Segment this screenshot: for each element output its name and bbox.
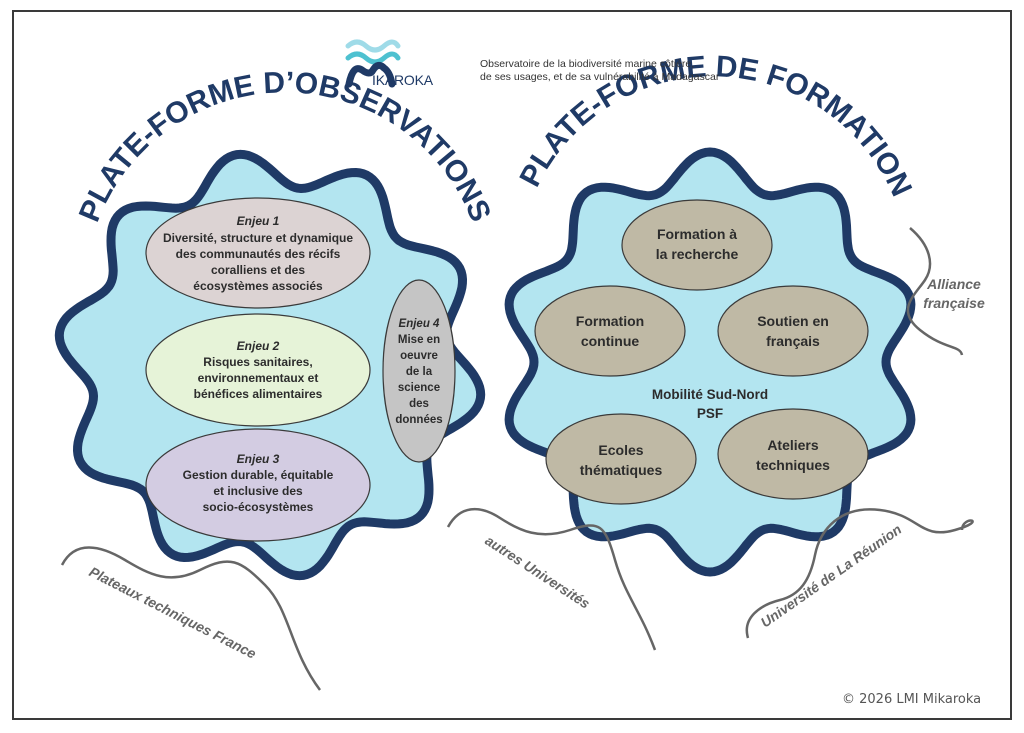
- logo-name: IKAROKA: [372, 72, 433, 88]
- tagline-line1: Observatoire de la biodiversité marine c…: [480, 58, 695, 70]
- alliance-wave: [906, 227, 964, 356]
- formation-item-line: Ateliers: [767, 437, 819, 453]
- autres-label: autres Universités: [482, 532, 593, 612]
- formation-ateliers-techniques[interactable]: [717, 408, 869, 500]
- enjeu-2[interactable]: [145, 313, 371, 427]
- enjeu-1-line: Diversité, structure et dynamique: [163, 231, 353, 245]
- formation-item-line: Formation: [576, 313, 644, 329]
- enjeu-4-line: données: [395, 414, 442, 426]
- formation-item-line: la recherche: [656, 246, 739, 262]
- formation-item-line: Ecoles: [598, 442, 643, 458]
- enjeu-1-line: écosystèmes associés: [193, 279, 323, 293]
- enjeu-3[interactable]: [145, 428, 371, 542]
- tagline: Observatoire de la biodiversité marine c…: [480, 58, 719, 84]
- enjeu-2-line: environnementaux et: [198, 371, 319, 385]
- waves-m-logo-icon: [345, 39, 401, 88]
- enjeu-2-line: bénéfices alimentaires: [194, 387, 323, 401]
- alliance-label-line2: française: [923, 295, 985, 311]
- enjeu-1[interactable]: [145, 197, 371, 309]
- enjeu-4-line: des: [409, 398, 429, 410]
- enjeu-2-title: Enjeu 2: [237, 339, 280, 353]
- formation-recherche[interactable]: [621, 199, 773, 291]
- enjeu-4[interactable]: [382, 279, 456, 463]
- enjeu-4-title: Enjeu 4: [399, 318, 441, 330]
- plateaux-wave: [60, 546, 322, 691]
- alliance-label-line1: Alliance: [926, 276, 981, 292]
- formation-item-line: Formation à: [657, 226, 737, 242]
- enjeu-4-line: oeuvre: [400, 350, 438, 362]
- enjeu-2-line: Risques sanitaires,: [203, 355, 312, 369]
- enjeu-3-line: Gestion durable, équitable: [183, 468, 334, 482]
- formation-item-line: français: [766, 333, 820, 349]
- autres-wave: [446, 507, 657, 651]
- enjeu-3-line: socio-écosystèmes: [203, 500, 314, 514]
- formation-ecoles-thematiques[interactable]: [545, 413, 697, 505]
- tagline-line2: de ses usages, et de sa vulnérabilité à …: [480, 71, 720, 83]
- enjeu-4-line: de la: [406, 366, 433, 378]
- reunion-wave: [745, 508, 974, 639]
- mobilite-label: Mobilité Sud-Nord: [652, 387, 768, 402]
- enjeu-4-line: Mise en: [398, 334, 440, 346]
- enjeu-3-title: Enjeu 3: [237, 452, 280, 466]
- enjeu-1-line: coralliens et des: [211, 263, 305, 277]
- formation-item-line: Soutien en: [757, 313, 829, 329]
- enjeu-3-line: et inclusive des: [213, 484, 303, 498]
- copyright: © 2026 LMI Mikaroka: [842, 692, 982, 707]
- formation-soutien-francais[interactable]: [717, 285, 869, 377]
- formation-item-line: continue: [581, 333, 640, 349]
- psf-label: PSF: [697, 406, 723, 421]
- enjeu-1-line: des communautés des récifs: [176, 247, 341, 261]
- formation-item-line: techniques: [756, 457, 830, 473]
- formation-item-line: thématiques: [580, 462, 663, 478]
- formation-continue[interactable]: [534, 285, 686, 377]
- enjeu-4-line: science: [398, 382, 440, 394]
- enjeu-1-title: Enjeu 1: [237, 214, 280, 228]
